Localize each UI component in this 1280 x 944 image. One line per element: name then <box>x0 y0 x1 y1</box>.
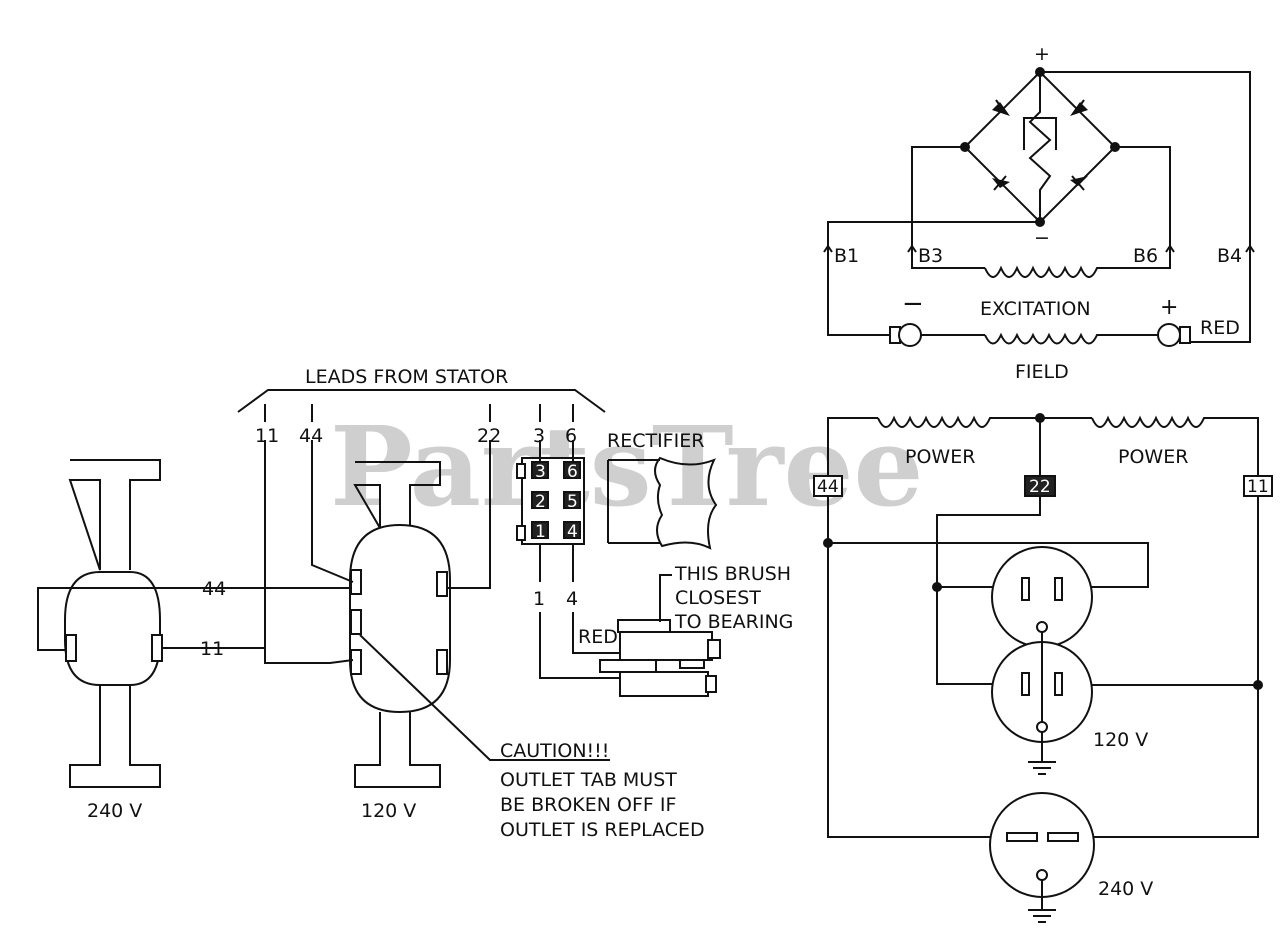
bridge-minus: − <box>1034 227 1050 249</box>
power-right-label: POWER <box>1118 446 1188 468</box>
outlet-240v-left-label: 240 V <box>87 800 142 822</box>
stator-leads-bracket <box>237 389 606 422</box>
terminal-4: 4 <box>567 522 578 542</box>
field-coil <box>889 323 1191 347</box>
terminal-1: 1 <box>535 522 546 542</box>
terminal-3: 3 <box>535 462 546 482</box>
rectifier-terminal-block <box>516 440 585 545</box>
field-minus: − <box>902 289 924 319</box>
rectifier-body <box>607 456 718 550</box>
tag-44-label: 44 <box>817 477 839 497</box>
b1-label: B1 <box>834 245 859 267</box>
caution-title: CAUTION!!! <box>500 740 609 762</box>
bridge-plus: + <box>1034 43 1050 65</box>
red-field-label: RED <box>1200 317 1240 339</box>
excitation-coil <box>984 265 1105 278</box>
red-brush-label: RED <box>578 626 618 648</box>
terminal-2: 2 <box>535 492 546 512</box>
outlet-120v-left-label: 120 V <box>361 800 416 822</box>
lead-11-label: 11 <box>255 425 279 447</box>
tag-11-label: 11 <box>1247 477 1269 497</box>
terminal-6: 6 <box>567 462 578 482</box>
rectifier-label: RECTIFIER <box>607 430 704 452</box>
watermark: PartsTree <box>330 402 924 531</box>
caution-line-3: BE BROKEN OFF IF <box>500 794 676 816</box>
wire-1 <box>539 544 620 679</box>
terminal-5: 5 <box>567 492 578 512</box>
outlet-120v-back <box>264 440 610 788</box>
wire-44-label: 44 <box>202 578 226 600</box>
b1-marker <box>823 244 833 262</box>
brush-note-line-1: THIS BRUSH <box>674 563 791 585</box>
excitation-label: EXCITATION <box>980 298 1091 320</box>
wire-1-label: 1 <box>533 588 545 610</box>
b3-label: B3 <box>918 245 943 267</box>
outlet-120v-front <box>991 546 1093 775</box>
right-wiring <box>823 496 1263 838</box>
b6-label: B6 <box>1133 245 1158 267</box>
wire-11-label: 11 <box>200 638 224 660</box>
outlet-120v-right-label: 120 V <box>1093 729 1148 751</box>
field-label: FIELD <box>1015 361 1069 383</box>
wire-4-label: 4 <box>566 588 578 610</box>
leads-from-stator-title: LEADS FROM STATOR <box>305 366 508 388</box>
caution-line-4: OUTLET IS REPLACED <box>500 819 705 841</box>
b4-label: B4 <box>1217 245 1242 267</box>
lead-44-label: 44 <box>299 425 323 447</box>
caution-line-2: OUTLET TAB MUST <box>500 769 677 791</box>
power-windings <box>827 413 1259 478</box>
b6-marker <box>1165 244 1175 262</box>
lead-3-label: 3 <box>533 425 545 447</box>
bridge-rectifier <box>827 67 1251 343</box>
brush-holder <box>599 574 721 697</box>
b3-marker <box>907 244 917 262</box>
outlet-240v-right-label: 240 V <box>1098 878 1153 900</box>
outlet-240v-back <box>37 459 355 788</box>
lead-6-label: 6 <box>565 425 577 447</box>
outlet-240v-front <box>989 792 1095 923</box>
field-plus: + <box>1160 295 1178 320</box>
power-left-label: POWER <box>905 446 975 468</box>
brush-note-line-3: TO BEARING <box>674 611 793 633</box>
wire-4 <box>572 544 620 654</box>
tag-22-label: 22 <box>1029 477 1051 497</box>
lead-22-label: 22 <box>477 425 501 447</box>
b4-marker <box>1245 244 1255 262</box>
brush-note-line-2: CLOSEST <box>675 587 761 609</box>
